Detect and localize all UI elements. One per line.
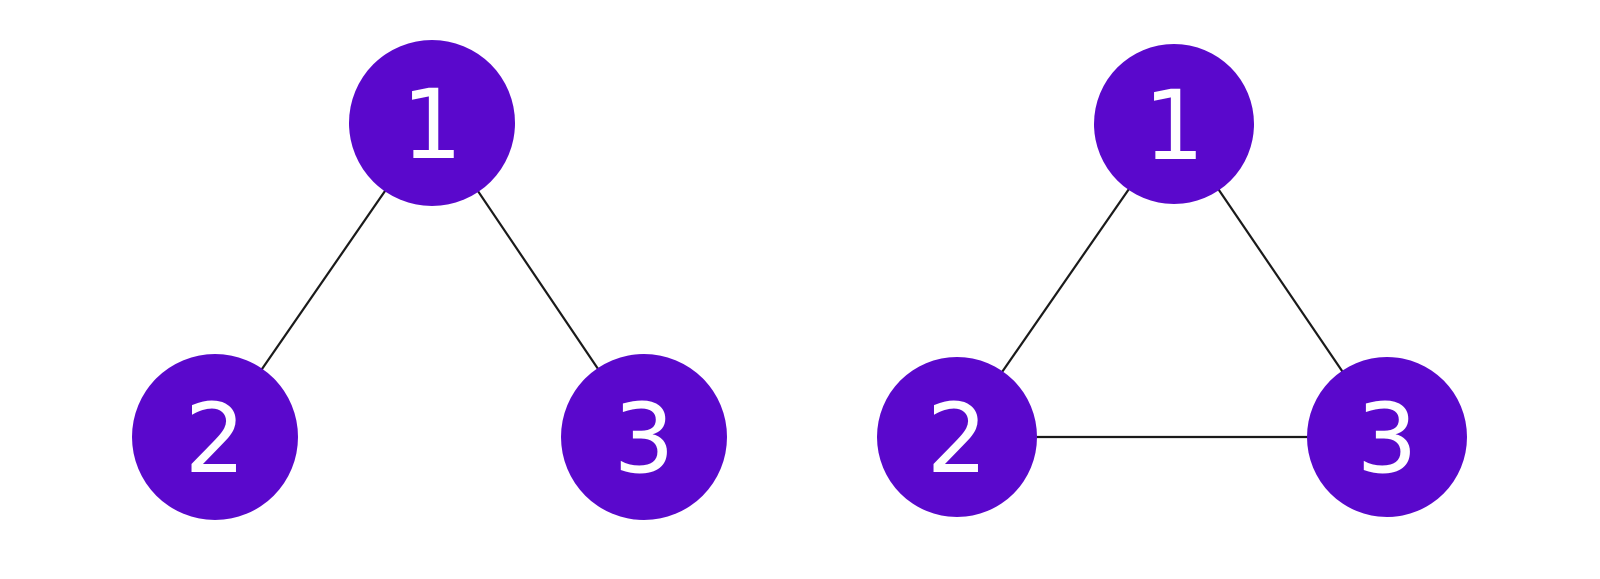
graph-node-2[interactable]: 2 <box>132 354 298 520</box>
node-circle-2[interactable] <box>877 357 1037 517</box>
node-circle-3[interactable] <box>1307 357 1467 517</box>
node-circle-2[interactable] <box>132 354 298 520</box>
graph-node-1[interactable]: 1 <box>349 40 515 206</box>
node-circle-1[interactable] <box>349 40 515 206</box>
node-label-3: 3 <box>1356 383 1417 495</box>
node-label-1: 1 <box>401 69 462 181</box>
node-label-3: 3 <box>613 383 674 495</box>
node-label-2: 2 <box>184 383 245 495</box>
graph-node-1[interactable]: 1 <box>1094 44 1254 204</box>
graph-node-3[interactable]: 3 <box>1307 357 1467 517</box>
graph-node-2[interactable]: 2 <box>877 357 1037 517</box>
node-label-2: 2 <box>926 383 987 495</box>
nodes-layer: 1 2 3 1 2 3 <box>132 40 1467 520</box>
node-circle-3[interactable] <box>561 354 727 520</box>
graph-node-3[interactable]: 3 <box>561 354 727 520</box>
node-label-1: 1 <box>1143 70 1204 182</box>
node-circle-1[interactable] <box>1094 44 1254 204</box>
node-group-graph-left: 1 2 3 <box>132 40 727 520</box>
node-group-graph-right: 1 2 3 <box>877 44 1467 517</box>
